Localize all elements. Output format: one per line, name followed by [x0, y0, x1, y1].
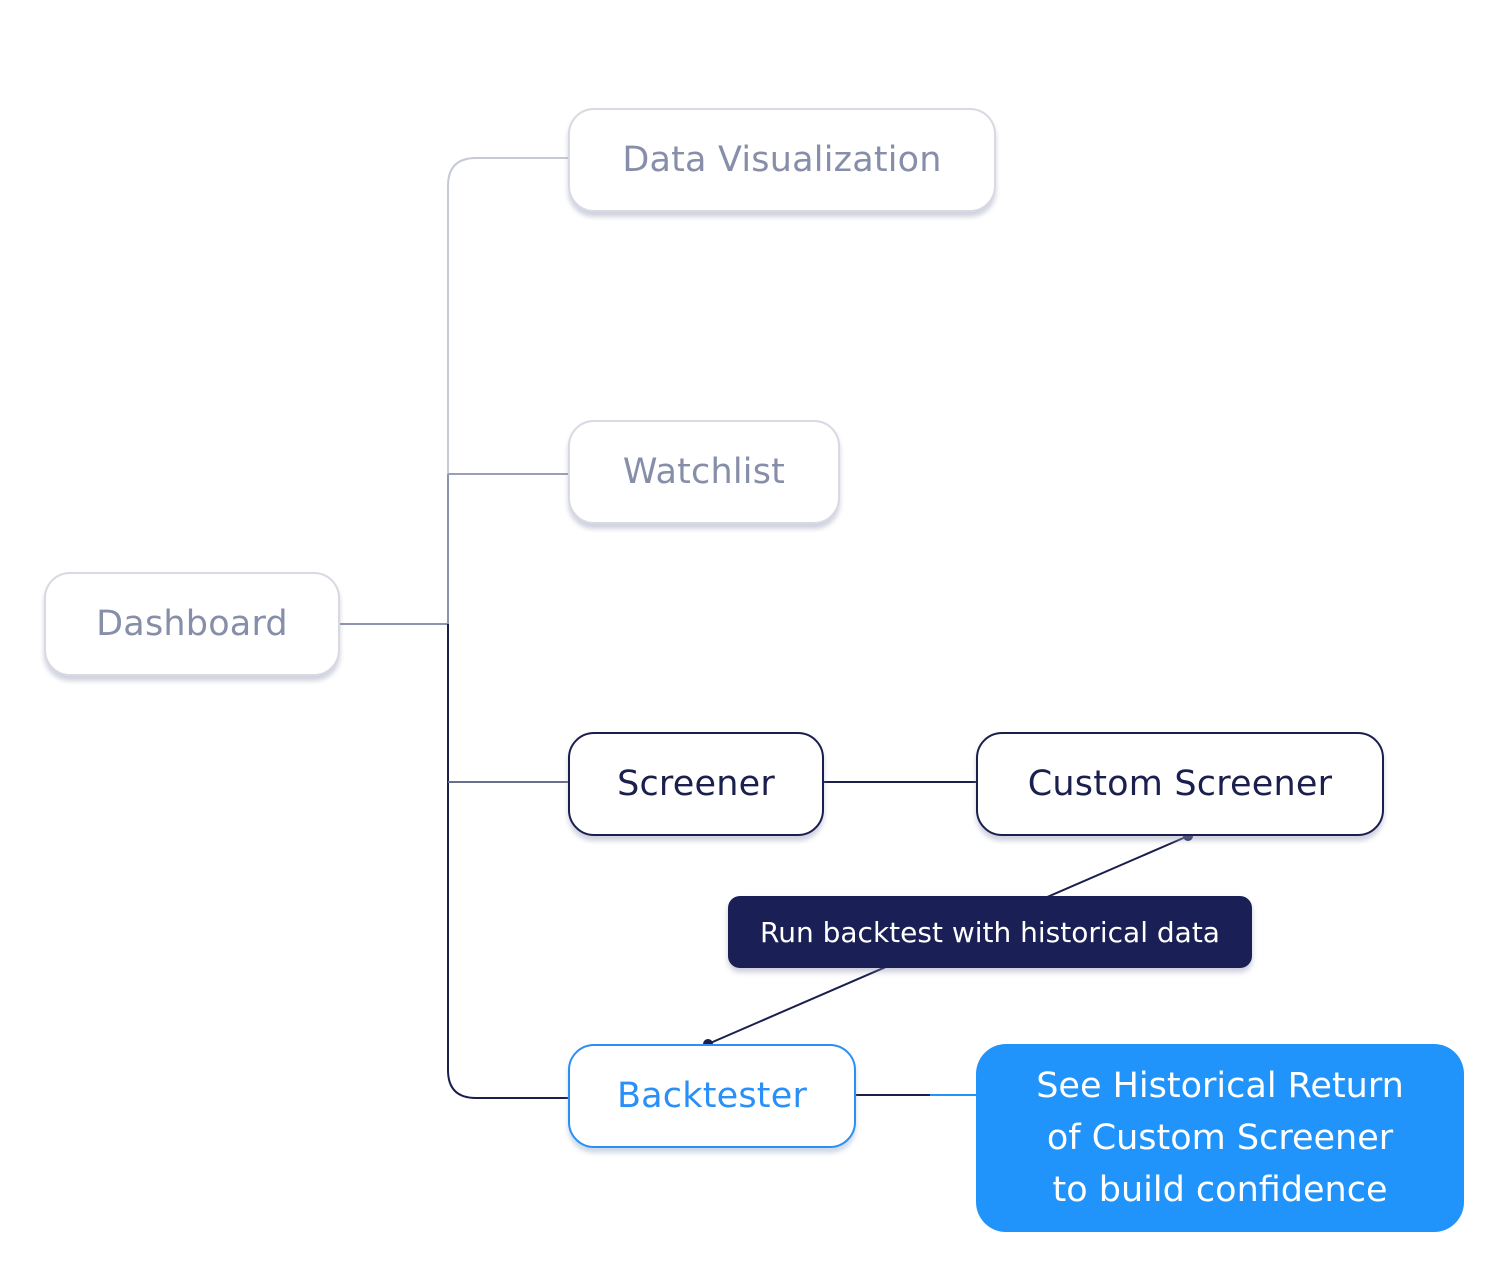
node-watchlist-label: Watchlist [622, 452, 786, 492]
node-backtester[interactable]: Backtester [568, 1044, 856, 1148]
node-screener[interactable]: Screener [568, 732, 824, 836]
node-data-visualization[interactable]: Data Visualization [568, 108, 996, 212]
node-dashboard-label: Dashboard [96, 604, 288, 644]
node-screener-label: Screener [617, 764, 775, 804]
node-data-visualization-label: Data Visualization [622, 140, 942, 180]
node-custom-screener-label: Custom Screener [1027, 764, 1333, 804]
node-custom-screener[interactable]: Custom Screener [976, 732, 1384, 836]
callout-line: See Historical Return [1036, 1066, 1404, 1106]
callout-historical-return: See Historical Return of Custom Screener… [976, 1044, 1464, 1232]
callout-line: to build confidence [1052, 1170, 1388, 1210]
edge-label-run-backtest: Run backtest with historical data [728, 896, 1252, 968]
connector-trunk-bottom [447, 624, 568, 1099]
connector-trunk-top [447, 157, 568, 624]
node-backtester-label: Backtester [616, 1076, 808, 1116]
node-dashboard[interactable]: Dashboard [44, 572, 340, 676]
edge-label-text: Run backtest with historical data [760, 915, 1220, 949]
callout-line: of Custom Screener [1046, 1118, 1394, 1158]
node-watchlist[interactable]: Watchlist [568, 420, 840, 524]
